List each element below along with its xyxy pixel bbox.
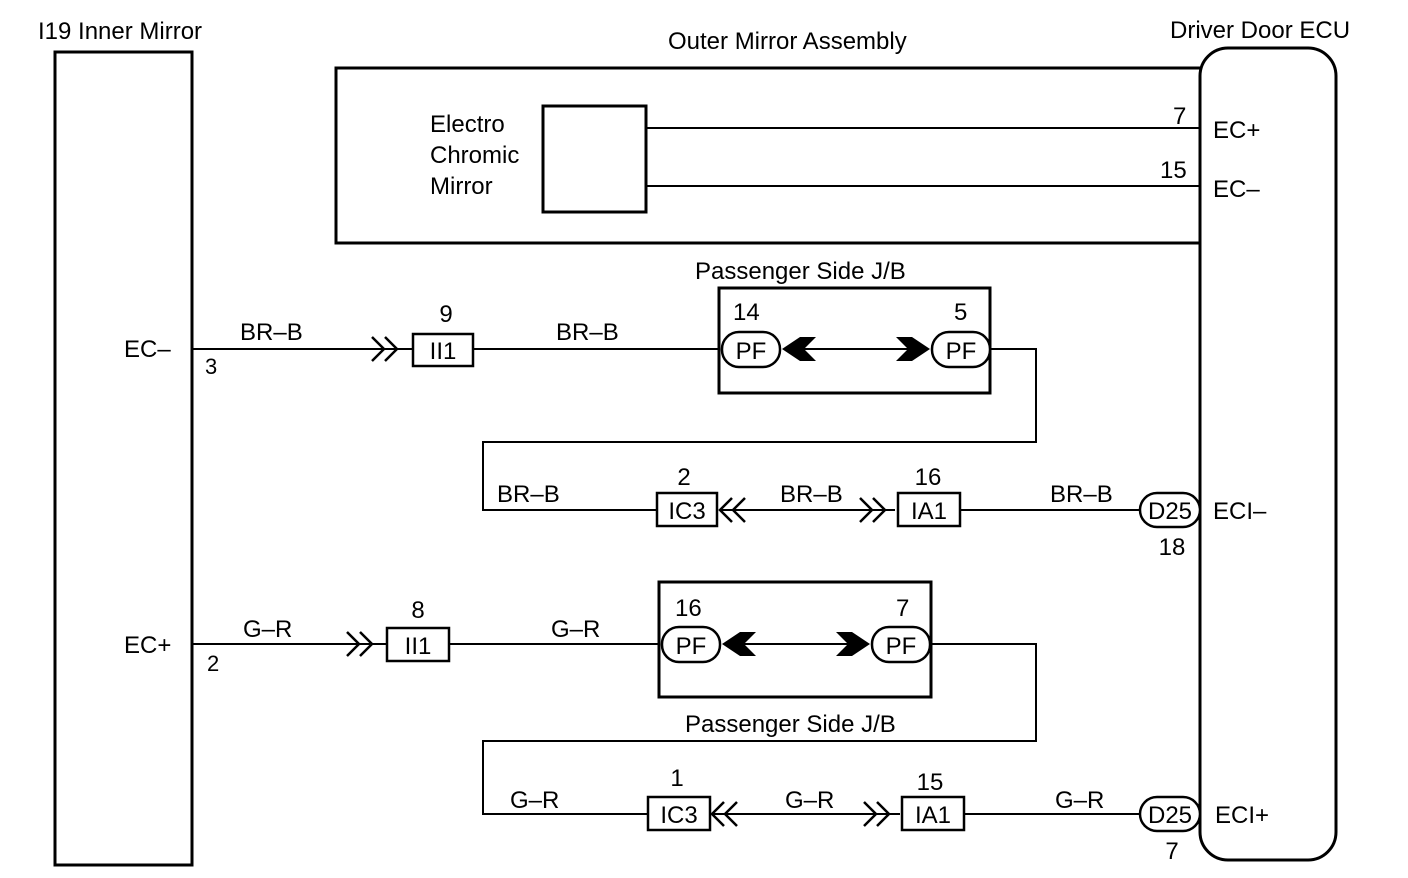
inner-mirror-label: I19 Inner Mirror bbox=[38, 18, 202, 45]
jb-bottom-pin-right: 7 bbox=[896, 595, 909, 622]
ecu-pin-ec-minus: 15 bbox=[1160, 157, 1187, 184]
ec-mirror-label-2: Chromic bbox=[430, 142, 519, 169]
connector-ic3-minus-pin: 2 bbox=[677, 464, 690, 491]
outer-mirror-assembly-box bbox=[334, 66, 1204, 245]
ecu-pin-eci-minus: 18 bbox=[1159, 534, 1186, 561]
connector-ii1-minus-label: II1 bbox=[430, 338, 457, 365]
pf-left-plus-label: PF bbox=[676, 633, 707, 660]
jb-connector-mark bbox=[896, 337, 930, 361]
pf-left-minus-label: PF bbox=[736, 338, 767, 365]
connector-arrow bbox=[371, 336, 386, 362]
connector-ia1-plus-label: IA1 bbox=[915, 802, 951, 829]
electro-chromic-mirror-box bbox=[541, 104, 648, 214]
inner-pin-ec-plus: 2 bbox=[207, 651, 219, 676]
connector-ia1-minus-pin: 16 bbox=[915, 464, 942, 491]
ecu-pin-eci-plus: 7 bbox=[1165, 838, 1178, 865]
connector-ii1-plus-label: II1 bbox=[405, 633, 432, 660]
connector-d25-minus bbox=[1138, 491, 1202, 529]
pf-terminal-left-plus bbox=[660, 625, 722, 664]
ecu-pin-ec-plus: 7 bbox=[1173, 103, 1186, 130]
connector-ic3-plus-label: IC3 bbox=[660, 802, 697, 829]
ecu-label-ec-minus: EC– bbox=[1213, 176, 1260, 203]
inner-label-ec-minus: EC– bbox=[124, 336, 171, 363]
inner-label-ec-plus: EC+ bbox=[124, 632, 171, 659]
jb-bottom-pin-left: 16 bbox=[675, 595, 702, 622]
wire-label-gr-5: G–R bbox=[1055, 787, 1104, 814]
connector-ic3-plus bbox=[646, 795, 712, 832]
ec-mirror-label-1: Electro bbox=[430, 111, 505, 138]
connector-ic3-minus-label: IC3 bbox=[668, 498, 705, 525]
ecu-label-eci-plus: ECI+ bbox=[1215, 802, 1269, 829]
inner-pin-ec-minus: 3 bbox=[205, 354, 217, 379]
driver-door-ecu-box bbox=[1198, 46, 1338, 862]
jb-top-pin-left: 14 bbox=[733, 299, 760, 326]
connector-ii1-minus-pin: 9 bbox=[439, 301, 452, 328]
wire-label-gr-1: G–R bbox=[243, 616, 292, 643]
jb-connector-mark bbox=[722, 632, 756, 656]
jb-top-pin-right: 5 bbox=[954, 299, 967, 326]
pf-right-minus-label: PF bbox=[946, 338, 977, 365]
wire-brb-3 bbox=[482, 348, 1037, 511]
pf-right-plus-label: PF bbox=[886, 633, 917, 660]
connector-ii1-plus bbox=[385, 626, 451, 663]
connector-arrow bbox=[346, 631, 361, 657]
connector-ic3-plus-pin: 1 bbox=[670, 765, 683, 792]
wire-label-brb-3: BR–B bbox=[497, 481, 560, 508]
wire-label-brb-1: BR–B bbox=[240, 319, 303, 346]
jb-connector-mark bbox=[836, 632, 870, 656]
ecu-label-eci-minus: ECI– bbox=[1213, 498, 1267, 525]
wire-label-brb-5: BR–B bbox=[1050, 481, 1113, 508]
connector-arrow bbox=[876, 801, 891, 827]
wire-label-brb-2: BR–B bbox=[556, 319, 619, 346]
connector-d25-plus-label: D25 bbox=[1148, 802, 1192, 829]
connector-arrow bbox=[859, 497, 874, 523]
ec-mirror-label-3: Mirror bbox=[430, 173, 493, 200]
connector-arrow bbox=[872, 497, 887, 523]
connector-arrow bbox=[863, 801, 878, 827]
jb-top-label: Passenger Side J/B bbox=[695, 258, 906, 285]
driver-ecu-label: Driver Door ECU bbox=[1170, 17, 1350, 44]
connector-ia1-minus-label: IA1 bbox=[911, 498, 947, 525]
jb-connector-mark bbox=[782, 337, 816, 361]
connector-ii1-plus-pin: 8 bbox=[411, 597, 424, 624]
wire-label-gr-4: G–R bbox=[785, 787, 834, 814]
connector-d25-minus-label: D25 bbox=[1148, 498, 1192, 525]
jb-bottom-label: Passenger Side J/B bbox=[685, 711, 896, 738]
wire-label-brb-4: BR–B bbox=[780, 481, 843, 508]
ecu-label-ec-plus: EC+ bbox=[1213, 117, 1260, 144]
wire-gr-3 bbox=[482, 643, 1037, 815]
outer-mirror-label: Outer Mirror Assembly bbox=[668, 28, 907, 55]
connector-ia1-plus-pin: 15 bbox=[917, 769, 944, 796]
connector-ic3-minus bbox=[655, 491, 719, 528]
wire-label-gr-3: G–R bbox=[510, 787, 559, 814]
connector-d25-plus bbox=[1138, 795, 1202, 833]
wire-label-gr-2: G–R bbox=[551, 616, 600, 643]
pf-terminal-left-minus bbox=[720, 330, 782, 369]
inner-mirror-box bbox=[53, 50, 194, 867]
